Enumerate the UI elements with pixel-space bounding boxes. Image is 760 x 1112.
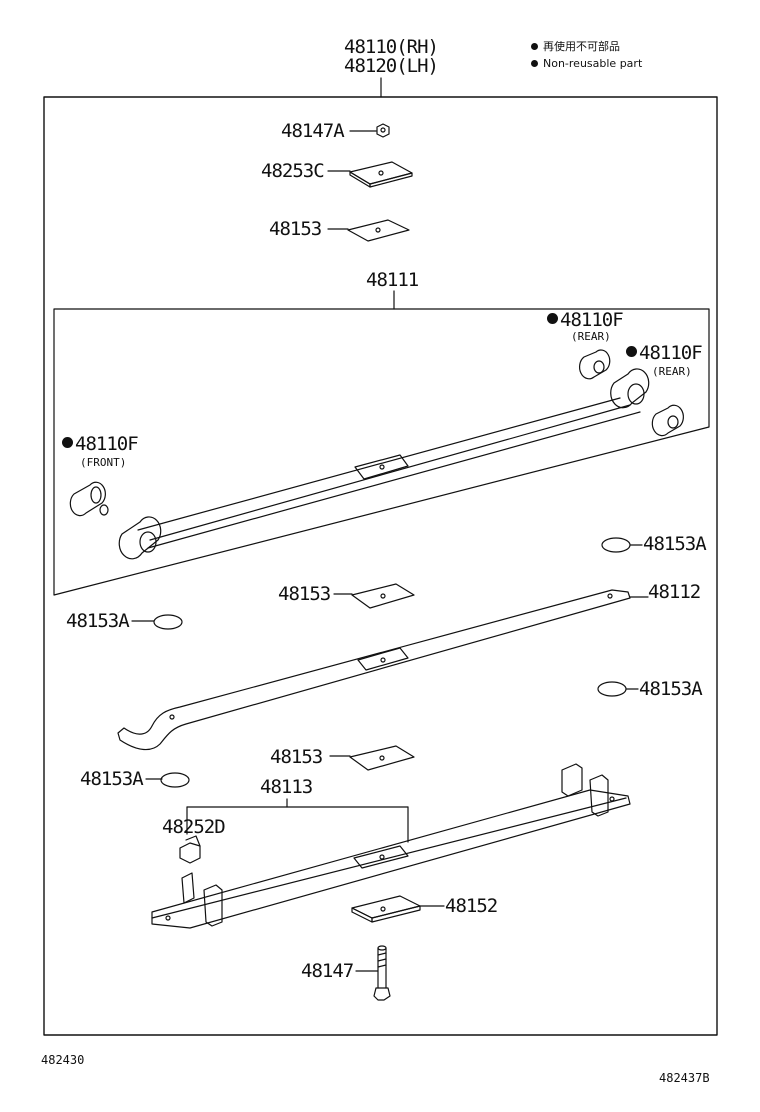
shim-48153-mid-shape	[333, 583, 415, 609]
bushing-rear-1-shape	[578, 349, 611, 380]
bullet-icon	[531, 59, 538, 67]
label-48111: 48111	[366, 269, 419, 291]
label-48153a-right-1: 48153A	[643, 533, 707, 555]
label-48153-top: 48153	[269, 218, 322, 240]
label-48110f-rear-1: 48110F	[547, 309, 624, 331]
label-48153a-left-2: 48153A	[80, 768, 144, 790]
label-48113: 48113	[260, 776, 313, 798]
bushing-rear-2-shape	[651, 404, 684, 437]
leaf-48111-shape	[118, 368, 650, 560]
note-front: (FRONT)	[80, 456, 127, 469]
label-48110f-rear-1-text: 48110F	[560, 309, 624, 331]
disc-48153a-right2-shape	[597, 681, 639, 697]
label-48110f-front: 48110F	[62, 433, 139, 455]
legend-text-jp: 再使用不可部品	[543, 40, 620, 53]
header-part-rh: 48110(RH)	[344, 36, 439, 58]
bolt-48147-shape	[355, 945, 391, 1001]
label-48147a: 48147A	[281, 120, 345, 142]
footer-code-left: 482430	[41, 1053, 85, 1067]
label-48153-mid: 48153	[278, 583, 331, 605]
note-rear-2: (REAR)	[652, 365, 692, 378]
legend-line-1: 再使用不可部品	[531, 41, 620, 52]
disc-48153a-right1-shape	[601, 537, 643, 553]
disc-48153a-left1-shape	[131, 614, 183, 630]
shim-48153-low-shape	[329, 745, 415, 771]
non-reusable-icon	[547, 313, 558, 324]
note-rear-1: (REAR)	[571, 330, 611, 343]
leaf-48112-shape	[117, 589, 649, 751]
non-reusable-icon	[626, 346, 637, 357]
label-48110f-front-text: 48110F	[75, 433, 139, 455]
label-48153a-right-2: 48153A	[639, 678, 703, 700]
plate-48253c-shape	[327, 161, 413, 188]
shim-48153-top-shape	[327, 219, 410, 242]
nut-48147a-shape	[349, 123, 390, 138]
label-48153-low: 48153	[270, 746, 323, 768]
label-48253c: 48253C	[261, 160, 325, 182]
clip-48252d-shape	[179, 835, 201, 864]
label-48110f-rear-2: 48110F	[626, 342, 703, 364]
disc-48153a-left2-shape	[145, 772, 190, 788]
plate-48152-shape	[351, 895, 445, 923]
leaf-48113-leader	[186, 798, 409, 843]
inner-frame	[53, 308, 710, 596]
label-48110f-rear-2-text: 48110F	[639, 342, 703, 364]
label-48153a-left-1: 48153A	[66, 610, 130, 632]
footer-code-right: 482437B	[659, 1071, 710, 1085]
legend-line-2: Non-reusable part	[531, 58, 642, 69]
bullet-icon	[531, 42, 538, 50]
label-48147: 48147	[301, 960, 354, 982]
label-48252d: 48252D	[162, 816, 226, 838]
label-48152: 48152	[445, 895, 498, 917]
header-part-lh: 48120(LH)	[344, 55, 439, 77]
legend-text-en: Non-reusable part	[543, 57, 643, 70]
leaf-48113-shape	[151, 763, 631, 929]
label-48112: 48112	[648, 581, 701, 603]
non-reusable-icon	[62, 437, 73, 448]
bushing-front-shape	[69, 481, 109, 517]
